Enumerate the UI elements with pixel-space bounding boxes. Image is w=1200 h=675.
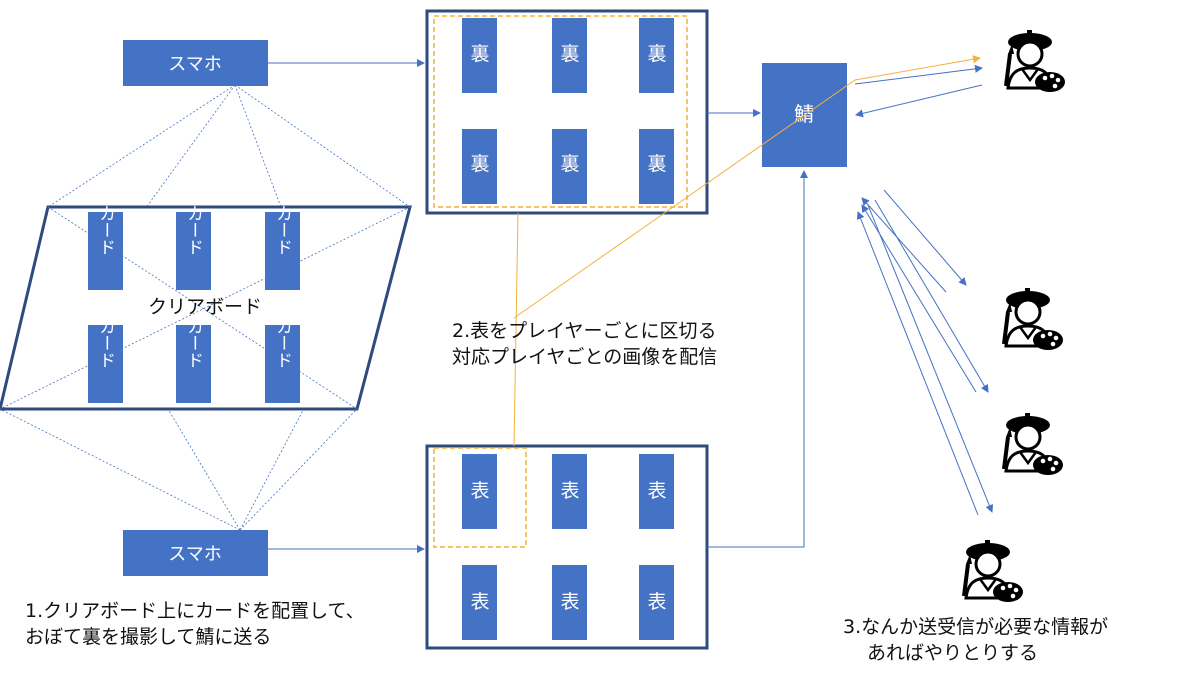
back-card-label: 裏 <box>560 153 579 175</box>
front-card-label: 表 <box>647 591 666 613</box>
back-card-label: 裏 <box>470 153 489 175</box>
card-label: カード <box>272 205 292 256</box>
player-icon <box>1002 286 1065 352</box>
step3-line1: 3.なんか送受信が必要な情報が <box>843 616 1109 638</box>
back-highlight <box>433 15 688 208</box>
front-card-label: 表 <box>560 591 579 613</box>
step2-line1: 2.表をプレイヤーごとに区切る <box>452 320 717 342</box>
player-icon <box>1002 411 1065 477</box>
front-card-label: 表 <box>470 591 489 613</box>
yellow-delivery-line <box>513 55 981 319</box>
card <box>88 212 123 290</box>
card-label: カード <box>183 318 203 369</box>
clipboard-label: クリアボード <box>148 296 262 318</box>
step1-line2: おぼて裏を撮影して鯖に送る <box>25 626 272 648</box>
card <box>265 212 300 290</box>
card-label: カード <box>272 318 292 369</box>
clipboard-cards <box>88 212 300 403</box>
arrow-server-to-player1 <box>854 64 983 85</box>
card <box>265 325 300 403</box>
step3-line2: あればやりとりする <box>867 642 1039 664</box>
step2-note: 2.表をプレイヤーごとに区切る 対応プレイヤごとの画像を配信 <box>452 318 717 370</box>
card <box>88 325 123 403</box>
back-cards <box>462 18 674 204</box>
phone-bottom-label: スマホ <box>168 544 221 565</box>
player-icon <box>1004 28 1067 94</box>
front-card-label: 表 <box>647 480 666 502</box>
back-card-label: 裏 <box>647 153 666 175</box>
step1-line1: 1.クリアボード上にカードを配置して、 <box>25 600 365 622</box>
front-highlight <box>433 447 527 548</box>
phone-bottom-box <box>123 530 268 576</box>
card <box>176 325 211 403</box>
server-label: 鯖 <box>794 102 814 126</box>
player-exchange-arrows <box>856 189 994 516</box>
phone-top-box <box>123 40 268 86</box>
step3-note: 3.なんか送受信が必要な情報が あればやりとりする <box>843 614 1108 666</box>
arrow-player1-to-server <box>855 84 983 118</box>
yellow-link-vertical <box>513 212 519 447</box>
back-card-label: 裏 <box>647 43 666 65</box>
front-cards <box>462 454 674 640</box>
back-card-label: 裏 <box>470 43 489 65</box>
card <box>176 212 211 290</box>
phone-top-label: スマホ <box>168 54 221 75</box>
card-label: カード <box>95 205 115 256</box>
card-label: カード <box>183 205 203 256</box>
front-card-label: 表 <box>560 480 579 502</box>
step2-line2: 対応プレイヤごとの画像を配信 <box>452 346 718 368</box>
back-card-label: 裏 <box>560 43 579 65</box>
arrow-front-to-server <box>707 170 808 548</box>
front-card-label: 表 <box>470 480 489 502</box>
step1-note: 1.クリアボード上にカードを配置して、 おぼて裏を撮影して鯖に送る <box>25 598 365 650</box>
player-icon <box>962 538 1025 604</box>
card-label: カード <box>95 318 115 369</box>
